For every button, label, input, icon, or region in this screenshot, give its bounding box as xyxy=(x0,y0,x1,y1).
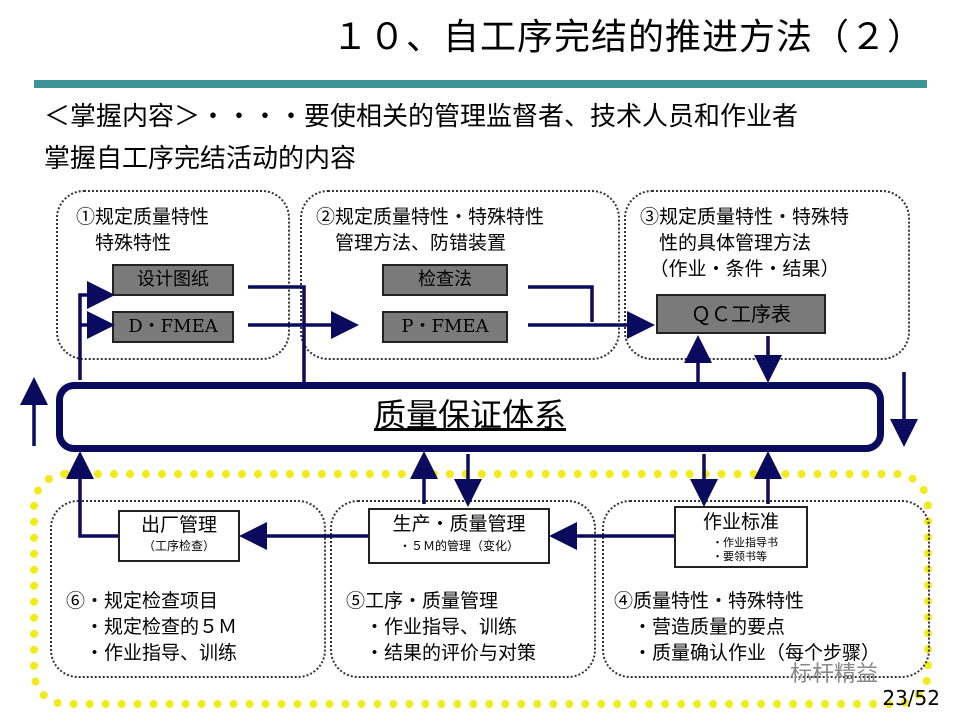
bottom-box-4-text: ④质量特性・特殊特性 ・营造质量的要点 ・质量确认作业（每个步骤） xyxy=(614,590,881,664)
production-quality-box: 生产・质量管理 ・５Ｍ的管理（变化） xyxy=(368,508,550,564)
intro-line-2: 掌握自工序完结活动的内容 xyxy=(44,144,357,174)
qc-process-chart-box: ＱＣ工序表 xyxy=(656,294,826,334)
shipment-to-qa-arrow xyxy=(66,451,118,538)
design-drawing-box: 设计图纸 xyxy=(112,264,234,296)
top-box-1 xyxy=(56,190,290,360)
title-divider xyxy=(34,80,927,88)
top-box-3-text: ③规定质量特性・特殊特 性的具体管理方法 （作业・条件・结果） xyxy=(640,206,850,280)
production-quality-sub: ・５Ｍ的管理（变化） xyxy=(398,539,519,553)
inspection-connector xyxy=(528,285,594,322)
bottom-box-4 xyxy=(602,500,930,678)
page-number: 23/52 xyxy=(882,686,940,710)
inspection-method-box: 检查法 xyxy=(382,264,508,296)
shipment-management-sub: （工序检查） xyxy=(142,539,215,553)
box1-entry-arrow xyxy=(78,281,115,380)
production-quality-title: 生产・质量管理 xyxy=(392,513,526,535)
quality-assurance-system-label: 质量保证体系 xyxy=(373,396,566,434)
top-box-2-text: ②规定质量特性・特殊特性 管理方法、防错装置 xyxy=(316,206,545,254)
drawing-to-qa-arrow xyxy=(248,285,306,382)
bottom-box-6-text: ⑥・规定检查项目 ・规定检查的５Ｍ ・作业指导、训练 xyxy=(66,590,238,664)
pfmea-box: P・FMEA xyxy=(382,311,508,343)
top-box-2 xyxy=(300,190,620,360)
bottom-box-6 xyxy=(50,500,326,678)
top-box-1-text: ①规定质量特性 特殊特性 xyxy=(76,206,210,254)
work-standard-sub: ・作业指导书 ・要领书等 xyxy=(712,536,778,563)
quality-assurance-system-frame xyxy=(56,382,884,452)
watermark-text: 标杆精益 xyxy=(790,662,879,687)
shipment-management-title: 出厂管理 xyxy=(140,514,217,536)
bottom-box-5-text: ⑤工序・质量管理 ・作业指导、训练 ・结果的评价与对策 xyxy=(346,590,537,664)
intro-line-1: ＜掌握内容＞・・・・要使相关的管理监督者、技术人员和作业者 xyxy=(44,102,799,132)
dfmea-box: D・FMEA xyxy=(112,311,234,343)
page-title: １０、自工序完结的推进方法（２） xyxy=(331,17,924,58)
work-standard-title: 作业标准 xyxy=(702,511,779,533)
work-standard-box: 作业标准 ・作业指导书 ・要领书等 xyxy=(674,506,808,568)
